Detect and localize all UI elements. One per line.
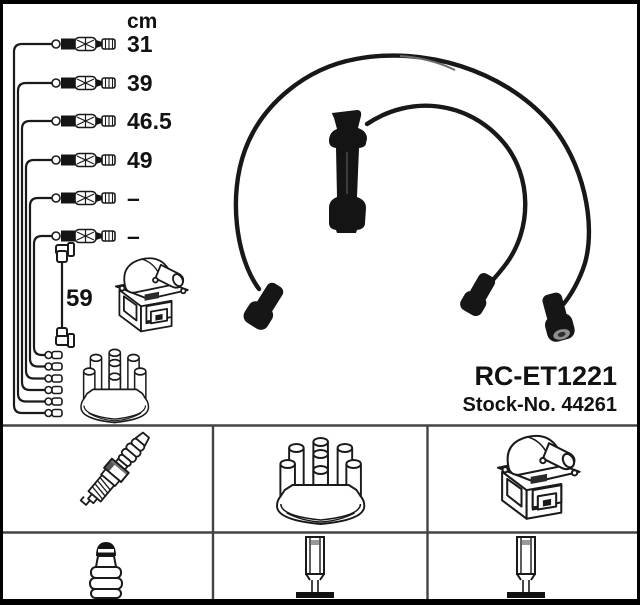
distributor-cap-icon (277, 438, 364, 524)
stock-number: Stock-No. 44261 (462, 394, 617, 416)
cable-length-value: 39 (127, 70, 153, 96)
spark-plug-terminal-icon (295, 536, 335, 599)
cable-length-value: 46.5 (127, 108, 172, 134)
parts-grid (3, 424, 637, 599)
coil-lead-length-value: 59 (66, 285, 93, 312)
terminal-icon (44, 408, 63, 418)
grid-lines (3, 424, 637, 599)
distributor-cap-drawing (81, 349, 149, 422)
part-number: RC-ET1221 (474, 361, 617, 391)
cable-length-value: 31 (127, 31, 153, 57)
grid-cell-distributor-cap (277, 438, 364, 524)
cable-connector-icon (51, 36, 116, 52)
terminal-icon (44, 374, 63, 383)
cable-length-value: 49 (127, 147, 153, 173)
cable-length-schematic: cm 31 39 46.5 49 – – 59 (12, 10, 189, 423)
cable-connector-icon (51, 113, 116, 129)
cable-boot-elbow-left (243, 282, 284, 330)
cable-connector-icon (51, 228, 116, 244)
grid-cell-ignition-coil (497, 434, 581, 520)
terminal-icon (44, 397, 63, 406)
outer-cable (233, 53, 592, 310)
ignition-cable-set-photo (233, 53, 592, 342)
spark-plug-terminal-icon (506, 536, 546, 599)
distributor-terminal-icons (44, 350, 63, 418)
cable-connector-icons (51, 36, 116, 244)
cable-connector-icon (51, 152, 116, 168)
cable-connector-icon (51, 75, 116, 91)
unit-header: cm (127, 10, 157, 33)
cable-boot-elbow-middle (460, 273, 496, 317)
cable-connector-icon (51, 190, 116, 206)
cable-length-value: – (127, 223, 140, 249)
grid-cell-plug-terminal-1 (295, 536, 335, 599)
distributor-cap-terminal-icon (89, 541, 123, 599)
terminal-icon (44, 362, 63, 371)
cable-boot-right (542, 292, 575, 342)
inner-cable (364, 103, 528, 294)
ignition-coil-icon (497, 434, 581, 520)
grid-cell-plug-terminal-2 (506, 536, 546, 599)
coil-lead-cable: 59 (55, 242, 93, 348)
terminal-icon (44, 350, 63, 360)
cable-bus-wires (12, 42, 52, 415)
cable-length-value: – (127, 185, 140, 211)
spark-plug-boot (329, 110, 367, 233)
grid-cell-spark-plug (77, 427, 156, 514)
terminal-icon (44, 385, 63, 395)
spark-plug-icon (77, 427, 156, 514)
grid-cell-cap-terminal (89, 541, 123, 599)
cable-print-highlight (399, 55, 456, 71)
ignition-coil-drawing (114, 257, 189, 333)
